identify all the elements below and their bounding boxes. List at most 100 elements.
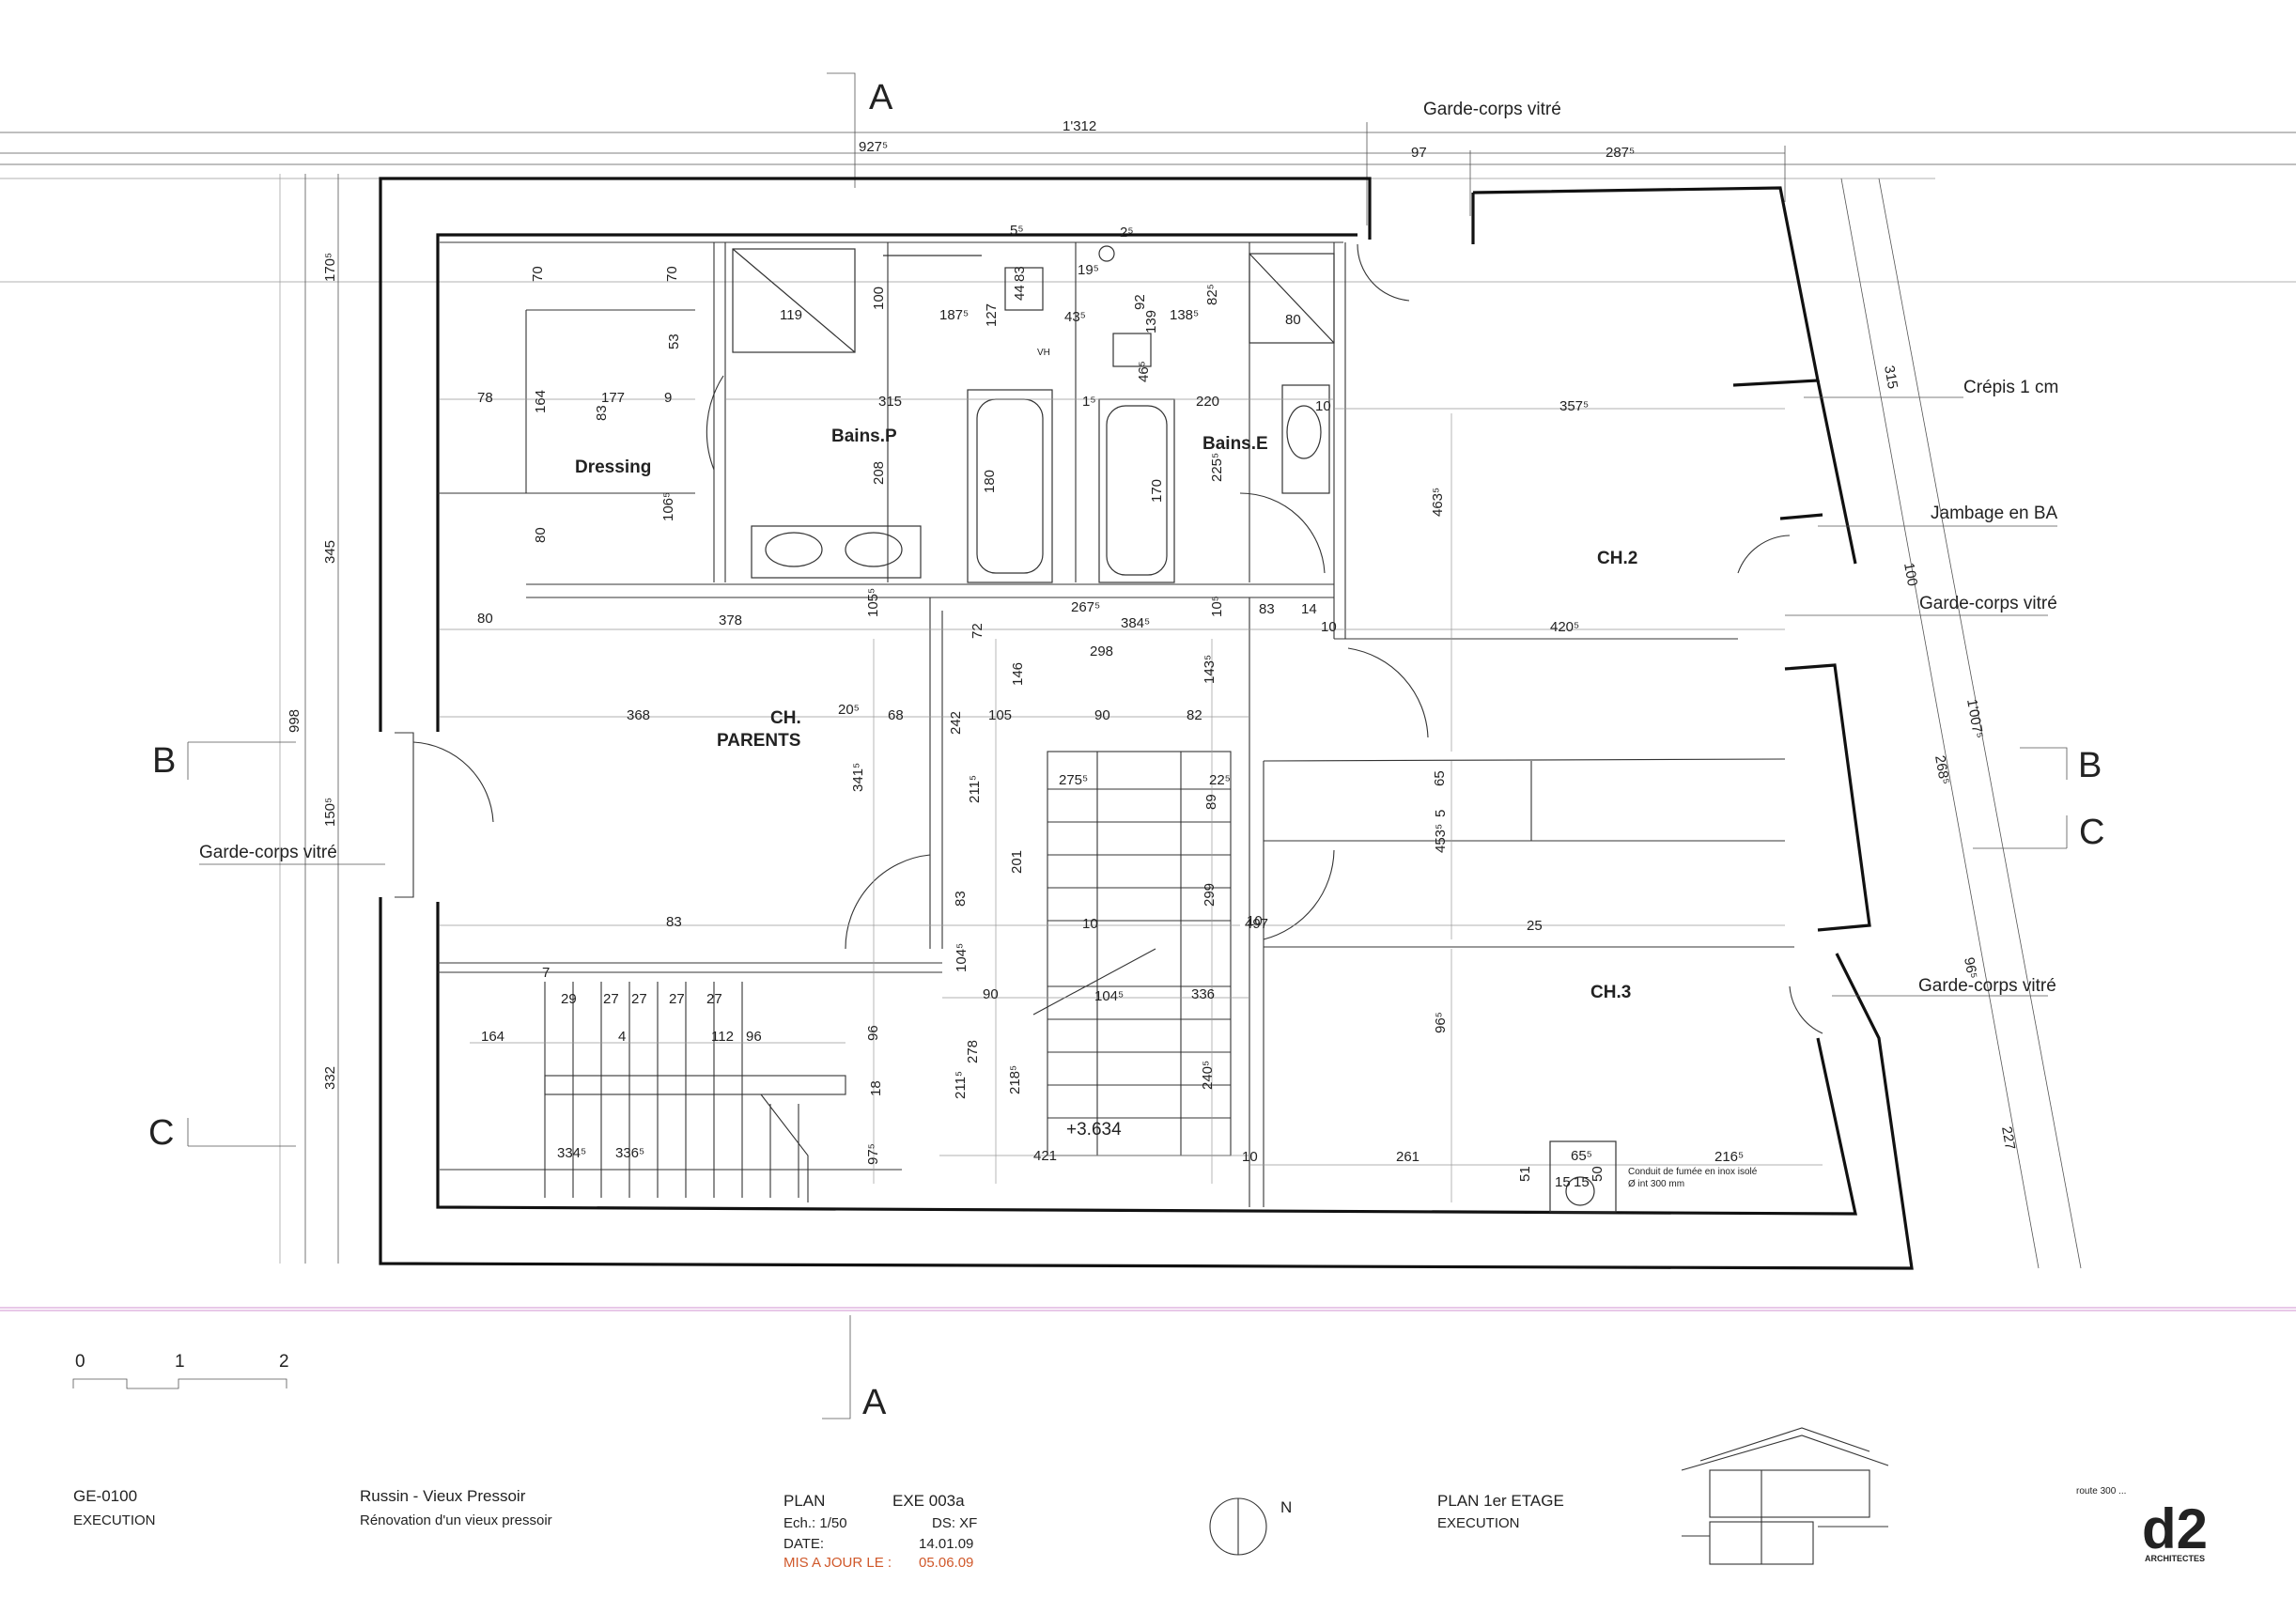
- logo-d2: d2: [2142, 1497, 2208, 1560]
- north-label: N: [1280, 1498, 1292, 1516]
- inner-dim-label: 27: [631, 991, 647, 1007]
- inner-dim-label: 70: [530, 266, 546, 282]
- inner-dim-label: 5⁵: [1010, 223, 1024, 239]
- section-b-right: B: [2078, 746, 2102, 785]
- inner-dim-label: 4: [618, 1029, 626, 1045]
- inner-dim-label: 14: [1301, 601, 1317, 617]
- inner-dim-label: 97⁵: [865, 1143, 881, 1165]
- inner-dim-label: 10: [1321, 619, 1337, 635]
- inner-dim-label: 7: [542, 965, 550, 981]
- inner-dim-label: 267⁵: [1071, 599, 1100, 615]
- scale-bar: 0 1 2: [72, 1352, 289, 1389]
- inner-dim-label: 27: [603, 991, 619, 1007]
- inner-dim-label: 240⁵: [1200, 1061, 1216, 1090]
- inner-dim-label: 104⁵: [954, 943, 970, 972]
- inner-dim-label: 378: [719, 613, 742, 628]
- inner-dim-label: 82: [1187, 707, 1202, 723]
- dim-left-total: 998: [287, 709, 303, 733]
- inner-dim-label: 100: [871, 287, 887, 310]
- note-garde-corps-right-1: Garde-corps vitré: [1919, 594, 2057, 613]
- room-label-ch3: CH.3: [1590, 983, 1631, 1002]
- inner-dim-label: 89: [1203, 794, 1219, 810]
- tb-date-label: DATE:: [783, 1536, 824, 1552]
- inner-dim-label: 497: [1245, 916, 1268, 932]
- title-block: GE-0100 EXECUTION Russin - Vieux Pressoi…: [73, 1487, 1564, 1571]
- inner-dim-label: 336: [1191, 986, 1215, 1002]
- tb-date: 14.01.09: [919, 1536, 973, 1552]
- vh-label: VH: [1037, 348, 1050, 358]
- inner-dim-label: 211⁵: [953, 1071, 969, 1099]
- inner-dim-label: 82⁵: [1204, 284, 1220, 305]
- note-garde-corps-left: Garde-corps vitré: [199, 843, 337, 862]
- inner-dim-label: 19⁵: [1078, 262, 1099, 278]
- dim-left-d: 332: [322, 1066, 338, 1090]
- tb-code-sub: EXECUTION: [73, 1512, 156, 1528]
- inner-dim-label: 261: [1396, 1149, 1419, 1165]
- inner-dim-label: 83: [1259, 601, 1275, 617]
- inner-dim-label: 225⁵: [1209, 453, 1225, 482]
- scale-label-2: 2: [279, 1352, 289, 1372]
- section-c-right: C: [2079, 813, 2104, 852]
- inner-dim-label: 420⁵: [1550, 619, 1579, 635]
- tb-project-sub: Rénovation d'un vieux pressoir: [360, 1512, 552, 1528]
- inner-dim-label: 1⁵: [1082, 394, 1096, 410]
- inner-dim-label: 119: [780, 307, 802, 323]
- inner-dim-label: 218⁵: [1007, 1065, 1023, 1094]
- inner-dim-label: 9: [664, 390, 672, 406]
- inner-dim-label: 298: [1090, 644, 1113, 659]
- tb-code: GE-0100: [73, 1487, 137, 1505]
- inner-dim-label: 10⁵: [1209, 596, 1225, 617]
- bathroom-fixtures: [732, 245, 1335, 583]
- inner-dim-label: 96⁵: [1433, 1012, 1449, 1033]
- inner-dim-label: 368: [627, 707, 650, 723]
- top-dimension-chain: 1'312 927⁵ 97 287⁵: [0, 118, 2296, 283]
- inner-dim-label: 336⁵: [615, 1145, 644, 1161]
- inner-dim-label: 53: [666, 333, 682, 349]
- room-label-ch-parents-1: CH.: [770, 708, 801, 728]
- note-jambage: Jambage en BA: [1931, 504, 2058, 523]
- tb-project: Russin - Vieux Pressoir: [360, 1487, 526, 1505]
- inner-dim-label: 341⁵: [850, 763, 866, 792]
- svg-text:route 300 ...: route 300 ...: [2076, 1486, 2126, 1497]
- inner-dim-label: 27: [669, 991, 685, 1007]
- tb-plan-label: PLAN: [783, 1492, 825, 1510]
- section-a-top: A: [869, 78, 893, 117]
- inner-dim-label: 51: [1517, 1166, 1533, 1182]
- inner-dim-label: 43⁵: [1064, 309, 1086, 325]
- tb-sheet-sub: EXECUTION: [1437, 1515, 1520, 1531]
- inner-dim-label: 334⁵: [557, 1145, 586, 1161]
- inner-dim-label: 315: [878, 394, 902, 410]
- inner-dim-label: 5: [1433, 810, 1449, 817]
- inner-dim-label: 92: [1132, 294, 1148, 310]
- inner-dim-label: 15: [1555, 1174, 1571, 1190]
- inner-dim-label: 70: [664, 266, 680, 282]
- inner-dim-label: 177: [601, 390, 625, 406]
- tb-maj-label: MIS A JOUR LE :: [783, 1555, 892, 1571]
- inner-dim-label: 44: [1012, 285, 1028, 301]
- inner-dim-label: 139: [1143, 310, 1159, 333]
- inner-dim-label: 80: [1285, 312, 1301, 328]
- note-crepis: Crépis 1 cm: [1963, 378, 2058, 397]
- note-garde-corps-right-2: Garde-corps vitré: [1918, 976, 2056, 996]
- level-label: +3.634: [1066, 1120, 1122, 1140]
- dim-top-total: 1'312: [1063, 118, 1096, 134]
- inner-dim-label: 46⁵: [1136, 361, 1152, 382]
- inner-dim-label: 299: [1202, 883, 1218, 907]
- inner-dim-label: 50: [1590, 1166, 1606, 1182]
- inner-dim-label: 65⁵: [1571, 1148, 1592, 1164]
- section-a-bottom: A: [862, 1383, 887, 1422]
- inner-dim-label: 170: [1149, 479, 1165, 503]
- inner-dim-label: 83: [666, 914, 682, 930]
- main-staircase: [1032, 751, 1232, 1156]
- logo-sub: ARCHITECTES: [2145, 1554, 2205, 1563]
- inner-dim-label: 242: [948, 711, 964, 735]
- room-label-ch-parents-2: PARENTS: [717, 731, 800, 751]
- inner-dim-label: 143⁵: [1202, 655, 1218, 684]
- dim-left-a: 170⁵: [322, 253, 338, 282]
- dim-right-a: 315: [1881, 364, 1900, 391]
- inner-dim-label: 180: [982, 470, 998, 493]
- inner-dim-label: 357⁵: [1559, 398, 1589, 414]
- inner-dim-label: 187⁵: [939, 307, 969, 323]
- inner-dim-label: 211⁵: [967, 775, 983, 803]
